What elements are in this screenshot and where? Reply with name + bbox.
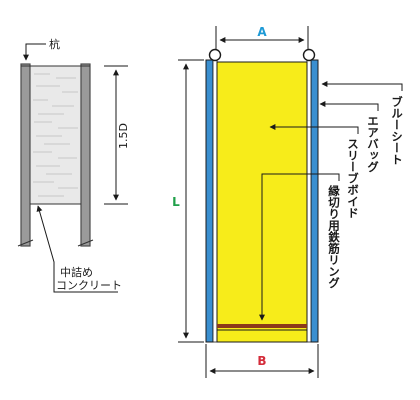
callout-rebar-ring: 縁切り用鉄筋リング xyxy=(327,184,341,288)
callout-blue-sheet: ブルーシート xyxy=(390,95,404,165)
break-line-left xyxy=(17,239,34,247)
fill-label-line1: 中詰め xyxy=(60,265,93,279)
airbag-right xyxy=(306,59,312,343)
right-view: A B L ブルーシート エアバッグ スリーブボイド 縁切り用鉄筋リング xyxy=(172,25,404,378)
blue-sheet-left xyxy=(205,59,214,343)
fill-leader xyxy=(36,205,118,293)
dim-b-label: B xyxy=(257,354,266,368)
dim-a-label: A xyxy=(257,25,267,39)
pile-wall-right xyxy=(80,63,91,247)
blue-sheet-right xyxy=(310,59,319,343)
left-view: 杭 1.5D 中詰め コンクリート xyxy=(17,37,130,293)
callout-sleeve-void: スリーブボイド xyxy=(346,138,360,219)
concrete-texture xyxy=(33,73,78,197)
infill-concrete xyxy=(30,66,81,204)
leader-blue-sheet xyxy=(321,81,403,91)
depth-label: 1.5D xyxy=(117,123,130,149)
pile-wall-left xyxy=(20,63,31,247)
rebar-ring xyxy=(217,324,307,328)
leader-sleeve-void xyxy=(269,124,359,134)
leader-airbag xyxy=(319,101,379,111)
dim-l-label: L xyxy=(172,195,180,209)
hanging-loop-right xyxy=(302,48,316,62)
pile-leader xyxy=(23,43,46,61)
leader-rebar-ring xyxy=(259,173,340,321)
pile-label: 杭 xyxy=(49,37,60,51)
fill-label-line2: コンクリート xyxy=(56,279,122,292)
hanging-loop-left xyxy=(208,48,222,62)
airbag-left xyxy=(212,59,218,343)
break-line-right xyxy=(77,239,94,247)
callout-airbag: エアバッグ xyxy=(366,115,380,173)
